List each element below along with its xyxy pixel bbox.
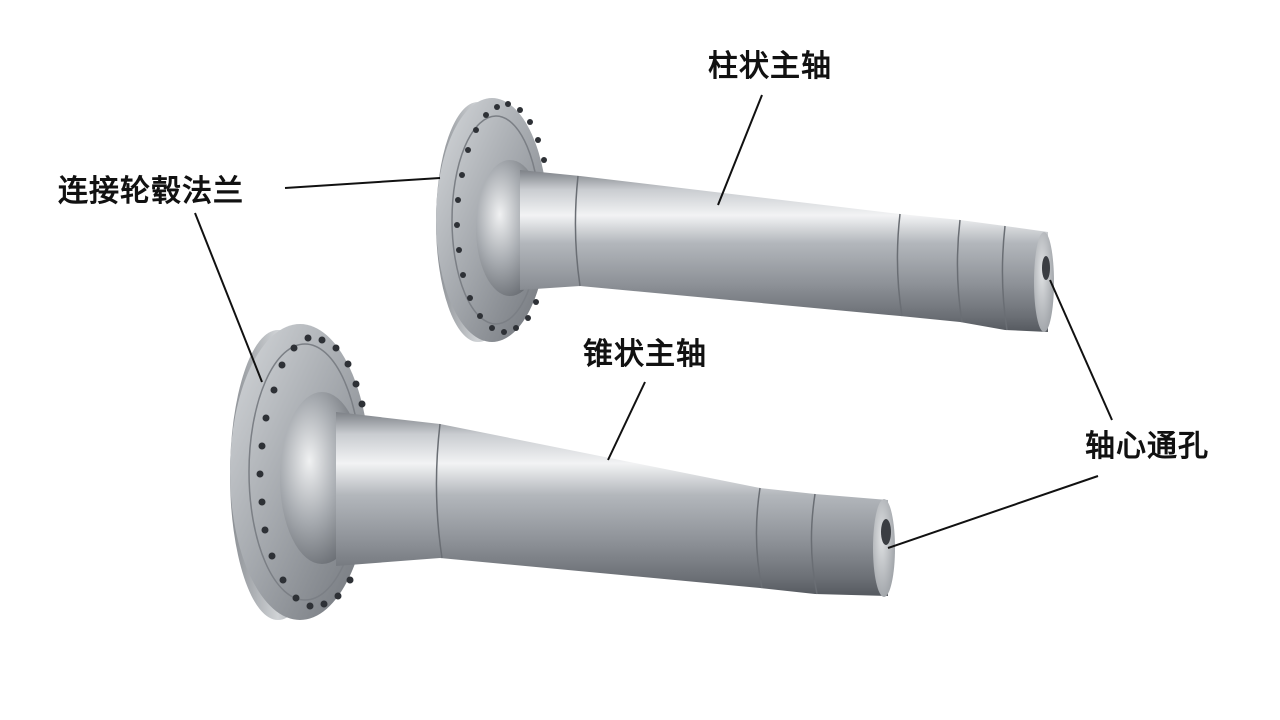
cylindrical-spindle [436, 98, 1054, 342]
leader-hub-flange-top [284, 177, 441, 189]
leader-hub-flange-bottom [194, 212, 263, 383]
flange-bolt-holes [256, 334, 366, 610]
cylindrical-shaft-body [520, 170, 1048, 332]
tapered-spindle-label: 锥状主轴 [583, 337, 707, 372]
leader-tapered [607, 381, 646, 461]
tapered-spindle [230, 324, 895, 620]
leader-bore-top [1049, 279, 1113, 421]
hub-flange-label: 连接轮毂法兰 [58, 174, 244, 209]
cylindrical-spindle-label: 柱状主轴 [708, 49, 832, 84]
leader-bore-bottom [887, 475, 1099, 549]
center-bore-bottom [881, 519, 891, 545]
leader-lines [194, 94, 1113, 549]
tapered-end-face [873, 499, 895, 597]
tapered-shaft-body [336, 412, 888, 596]
flange-bolt-holes [454, 101, 547, 335]
center-bore-label: 轴心通孔 [1085, 429, 1209, 464]
cylindrical-end-face [1034, 232, 1054, 332]
leader-cylindrical [717, 94, 763, 206]
center-bore-top [1042, 256, 1050, 280]
